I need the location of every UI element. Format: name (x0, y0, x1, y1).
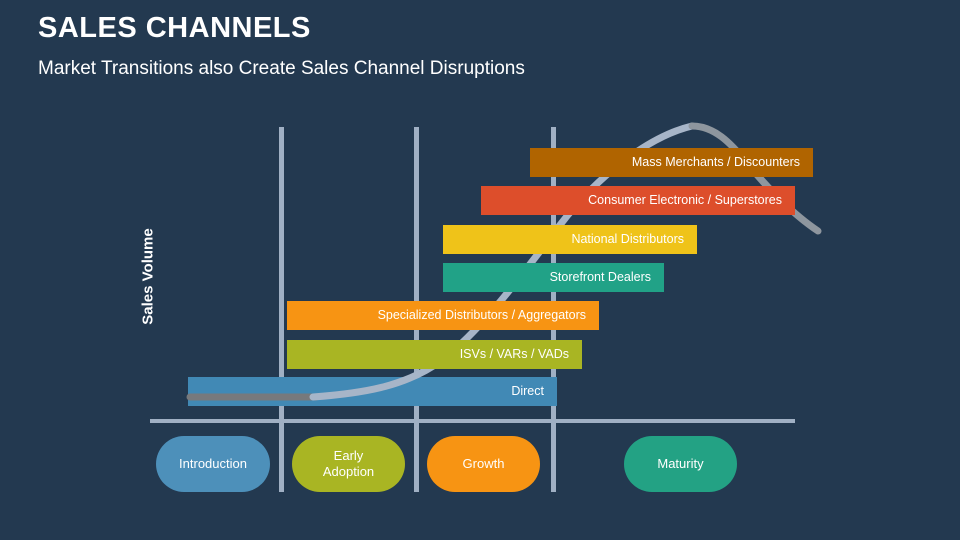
stage-gridline (279, 127, 284, 492)
channel-bar-specialized-distributors-aggregators: Specialized Distributors / Aggregators (287, 301, 599, 330)
channel-bar-direct: Direct (188, 377, 557, 406)
y-axis-label: Sales Volume (139, 228, 157, 325)
channel-bar-consumer-electronic-superstores: Consumer Electronic / Superstores (481, 186, 795, 215)
lifecycle-curve-fall-segment (688, 122, 822, 235)
channel-bar-storefront-dealers: Storefront Dealers (443, 263, 664, 292)
channel-bar-national-distributors: National Distributors (443, 225, 697, 254)
channel-bar-isvs-vars-vads: ISVs / VARs / VADs (287, 340, 582, 369)
page-subtitle: Market Transitions also Create Sales Cha… (38, 58, 525, 79)
stage-pill-introduction: Introduction (156, 436, 270, 492)
stage-pill-growth: Growth (427, 436, 540, 492)
stage-pill-maturity: Maturity (624, 436, 737, 492)
stage-pill-early-adoption: Early Adoption (292, 436, 405, 492)
x-axis-line (150, 419, 795, 423)
channel-bar-mass-merchants-discounters: Mass Merchants / Discounters (530, 148, 813, 177)
page-title: SALES CHANNELS (38, 12, 311, 44)
